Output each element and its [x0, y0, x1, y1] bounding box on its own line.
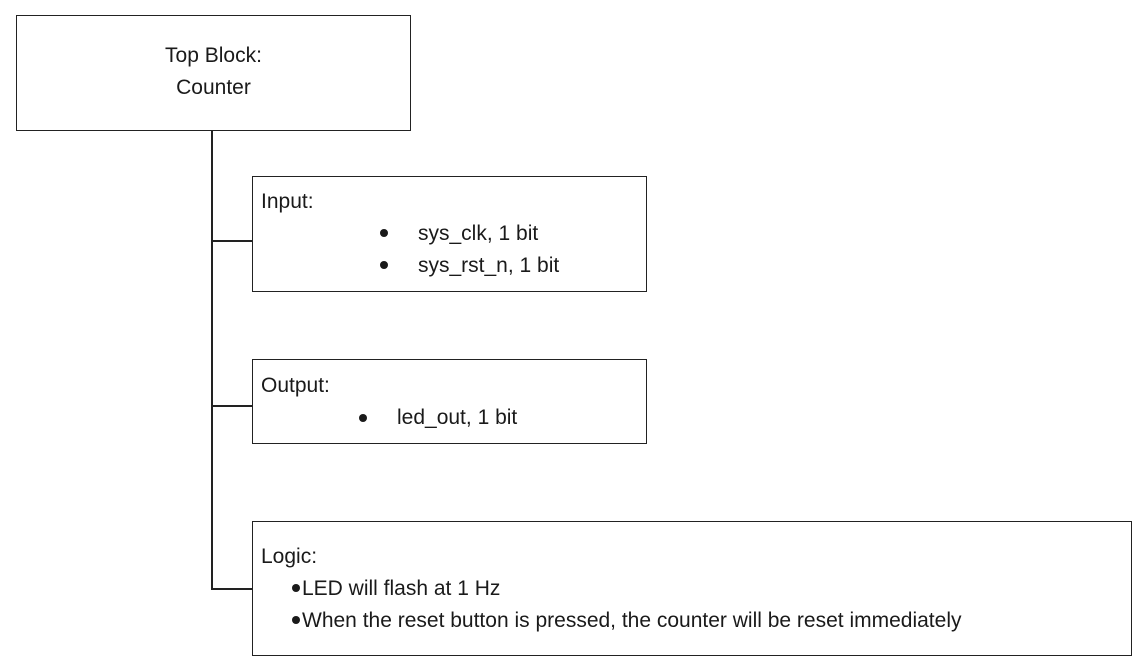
top-block-box	[16, 15, 411, 131]
output-item: led_out, 1 bit	[397, 406, 518, 429]
logic-box	[252, 521, 1132, 656]
bullet-icon	[359, 414, 367, 422]
connector-input	[211, 240, 253, 242]
bullet-icon	[380, 261, 388, 269]
input-heading: Input:	[261, 190, 314, 213]
output-box	[252, 359, 647, 444]
bullet-icon	[380, 229, 388, 237]
input-item: sys_rst_n, 1 bit	[418, 254, 560, 277]
top-block-name: Counter	[176, 76, 251, 99]
logic-heading: Logic:	[261, 545, 318, 568]
top-block-title: Top Block:	[165, 44, 262, 67]
logic-item: LED will flash at 1 Hz	[302, 577, 501, 600]
connector-output	[211, 405, 253, 407]
logic-item: When the reset button is pressed, the co…	[302, 609, 962, 632]
input-box	[252, 176, 647, 292]
bullet-icon	[292, 616, 300, 624]
input-item: sys_clk, 1 bit	[418, 222, 539, 245]
connector-trunk	[211, 131, 213, 589]
bullet-icon	[292, 584, 300, 592]
output-heading: Output:	[261, 374, 330, 397]
connector-logic	[211, 588, 253, 590]
